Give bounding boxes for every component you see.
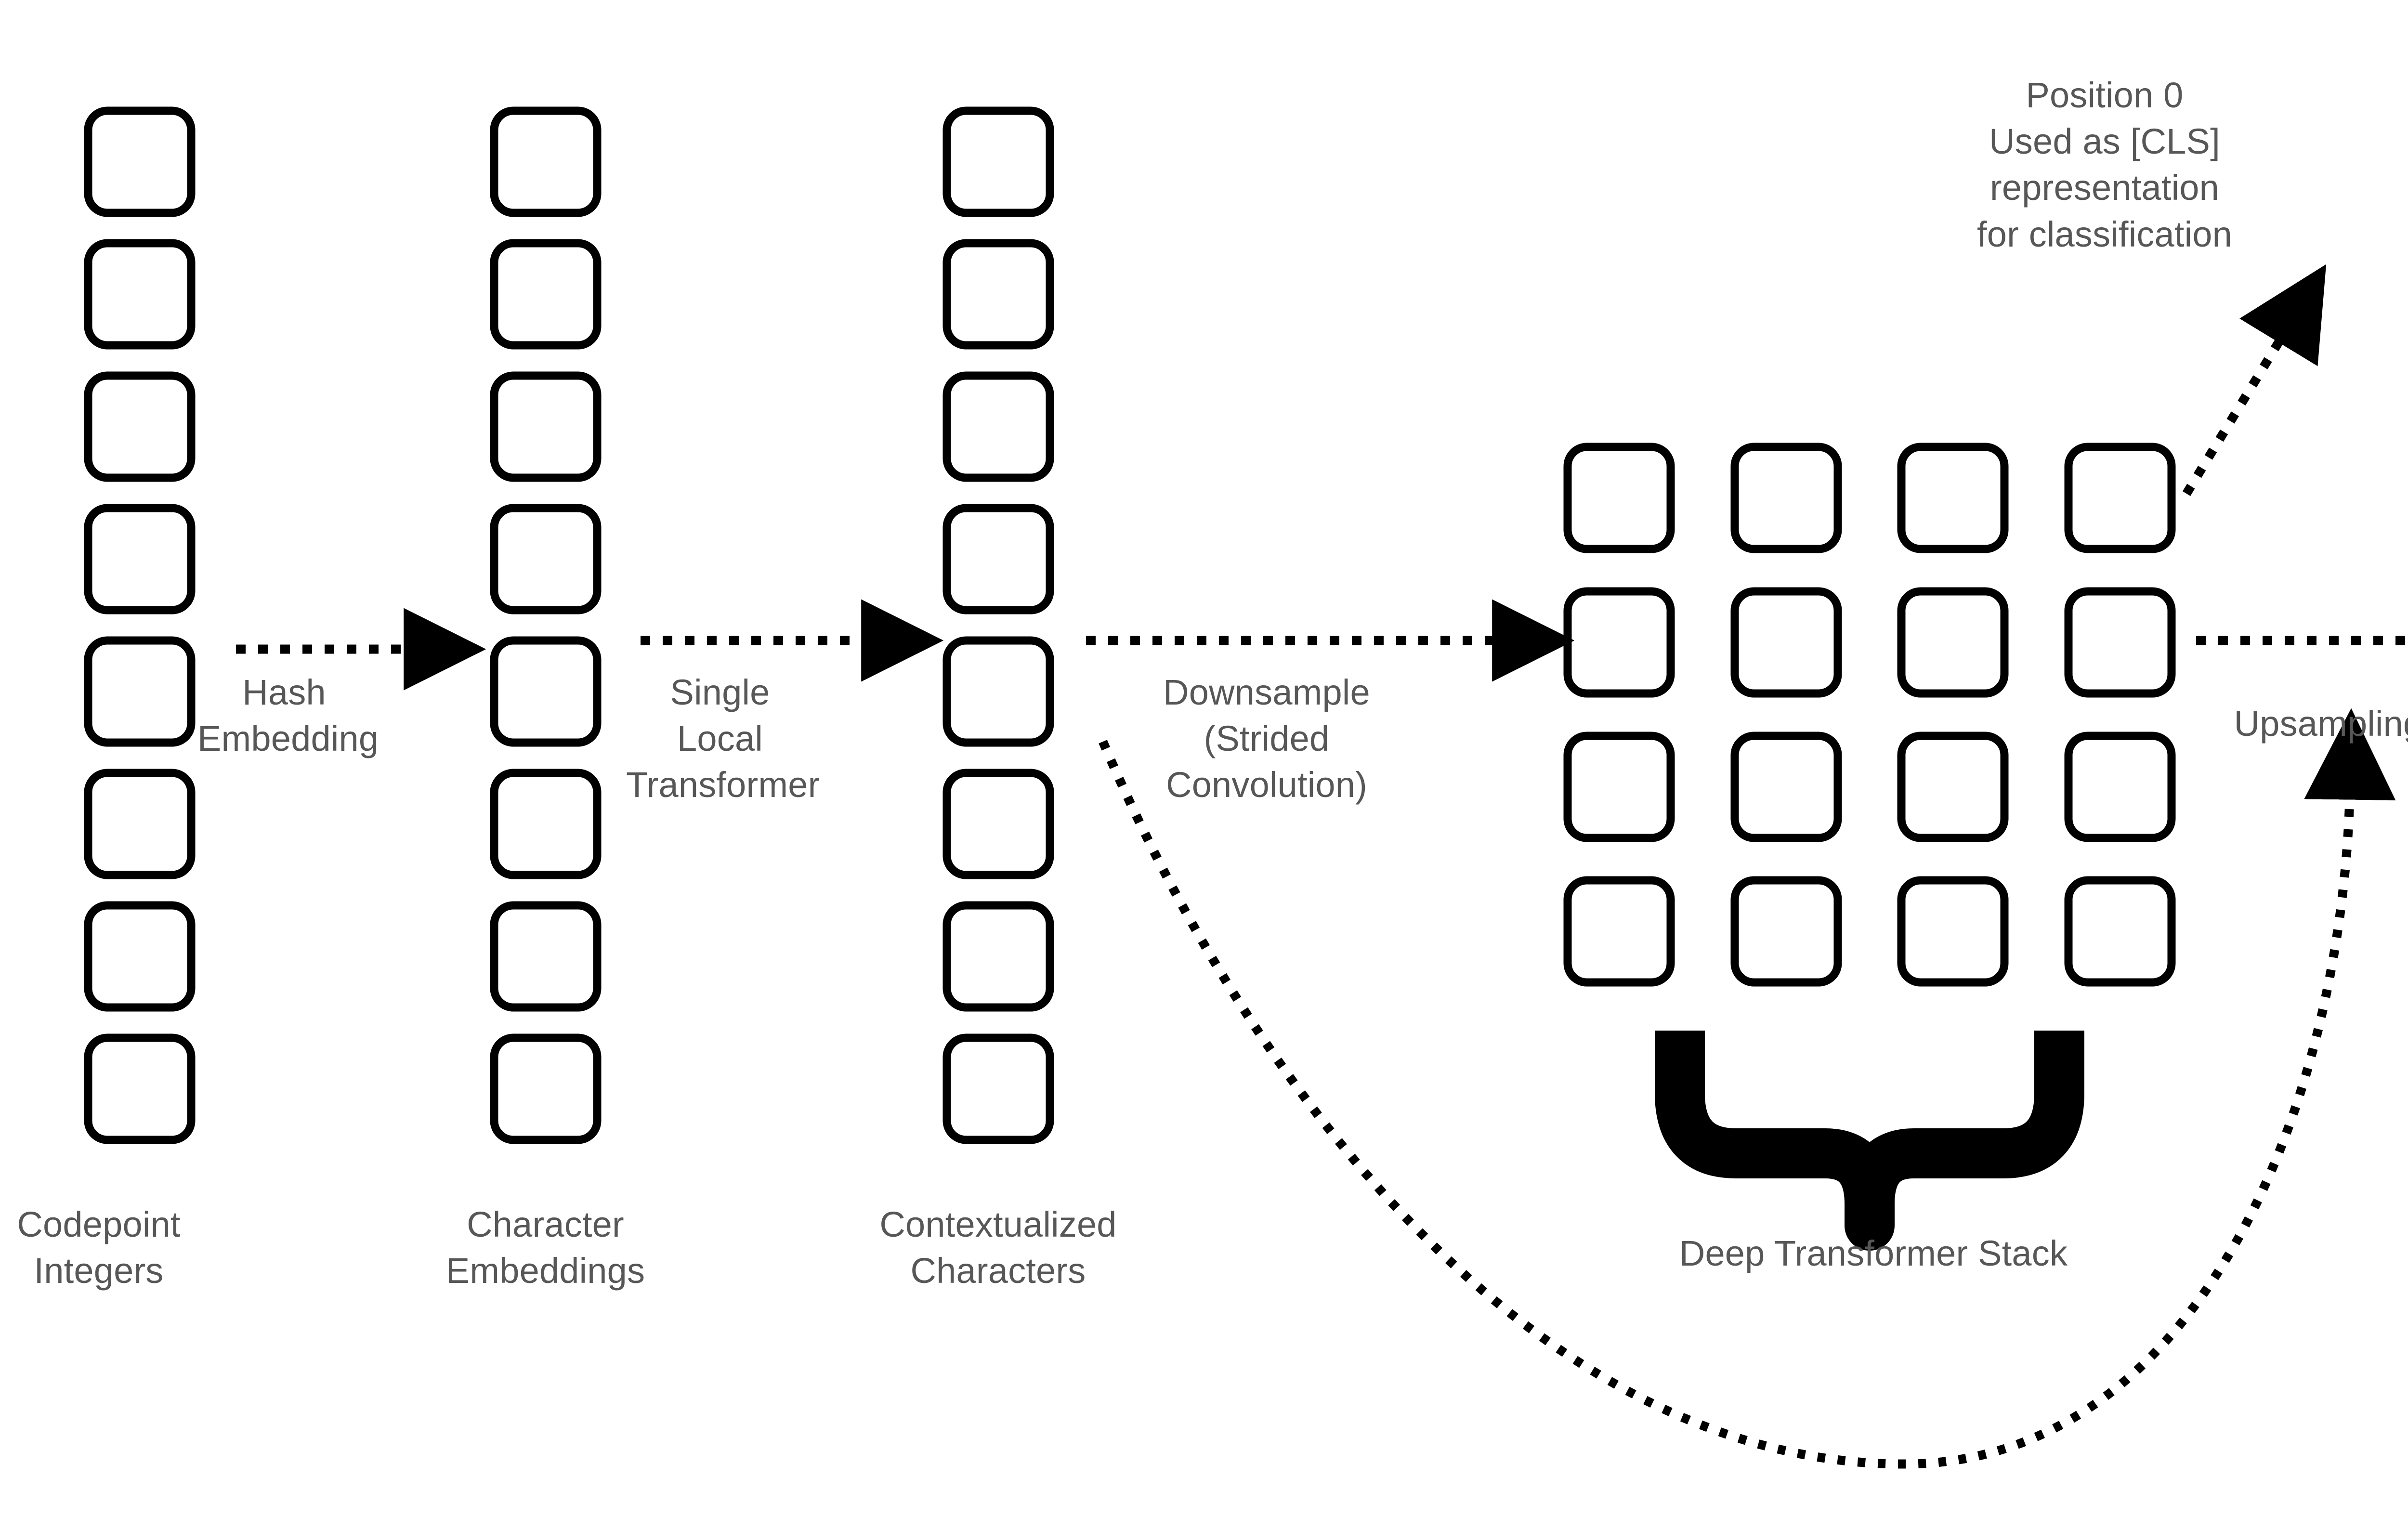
column-label-deep-transformer-stack: Deep Transformer Stack xyxy=(1679,1233,2068,1273)
box xyxy=(490,239,602,350)
deep-transformer-stack-brace-icon xyxy=(1655,1031,2084,1251)
box xyxy=(2064,587,2176,698)
column-codepoint-integers-boxes xyxy=(84,106,196,1144)
box xyxy=(1897,876,2009,987)
box xyxy=(84,106,196,217)
box xyxy=(1730,587,1842,698)
box xyxy=(942,371,1054,482)
column-label-codepoint-integers: Codepoint Integers xyxy=(17,1204,181,1291)
curve-residual-skip-connection xyxy=(1099,708,2396,1469)
box xyxy=(84,636,196,747)
box xyxy=(490,1033,602,1144)
column-label-contextualized-characters: Contextualized Characters xyxy=(879,1204,1117,1291)
box xyxy=(1897,587,2009,698)
box xyxy=(942,1033,1054,1144)
column-label-concatenated-representations: Concatenated Representations xyxy=(2401,1218,2408,1311)
box xyxy=(84,901,196,1012)
arrow-position-zero-cls-pointer xyxy=(2182,264,2327,496)
box xyxy=(490,371,602,482)
box xyxy=(490,901,602,1012)
box xyxy=(942,769,1054,879)
annotation-position-zero-cls: Position 0 Used as [CLS] representation … xyxy=(1976,75,2233,254)
box xyxy=(1563,732,1675,842)
box xyxy=(1563,443,1675,553)
box xyxy=(84,504,196,614)
box xyxy=(490,769,602,879)
box xyxy=(1730,443,1842,553)
column-label-character-embeddings: Character Embeddings xyxy=(445,1204,645,1291)
column-character-embeddings-boxes xyxy=(490,106,602,1144)
box xyxy=(942,239,1054,350)
box xyxy=(1730,732,1842,842)
arrow-label-upsampling: Upsampling xyxy=(2234,704,2408,744)
box xyxy=(942,636,1054,747)
box xyxy=(490,504,602,614)
arrow-label-single-local-transformer: Single Local Transformer xyxy=(626,672,820,805)
box xyxy=(1563,587,1675,698)
box xyxy=(84,769,196,879)
box xyxy=(1563,876,1675,987)
box xyxy=(490,636,602,747)
box xyxy=(2064,876,2176,987)
box xyxy=(942,901,1054,1012)
box xyxy=(1730,876,1842,987)
box xyxy=(1897,732,2009,842)
column-contextualized-characters-boxes xyxy=(942,106,1054,1144)
box xyxy=(1897,443,2009,553)
box xyxy=(84,1033,196,1144)
box xyxy=(84,239,196,350)
box xyxy=(84,371,196,482)
arrow-label-downsample: Downsample (Strided Convolution) xyxy=(1163,672,1370,805)
box xyxy=(942,504,1054,614)
box xyxy=(2064,732,2176,842)
box xyxy=(942,106,1054,217)
box xyxy=(490,106,602,217)
deep-transformer-stack-grid xyxy=(1563,443,2176,987)
arrow-label-hash-embedding: Hash Embedding xyxy=(197,672,379,759)
box xyxy=(2064,443,2176,553)
